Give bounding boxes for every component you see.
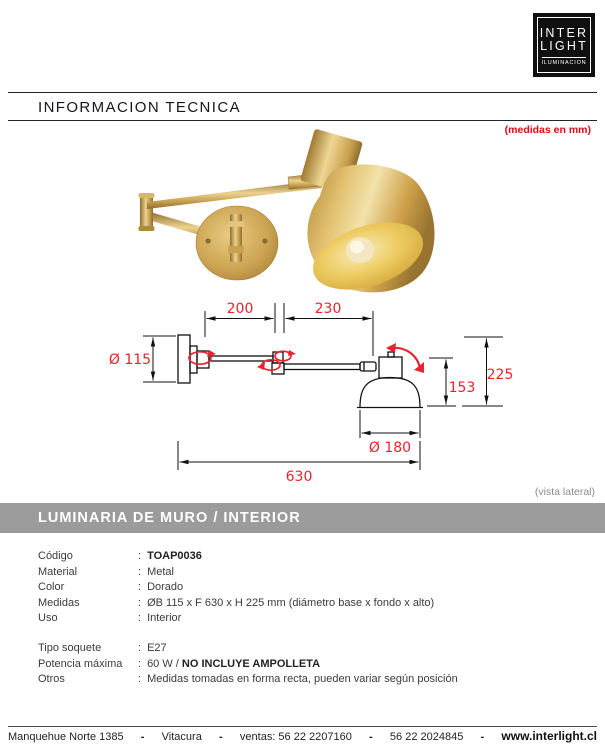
drawing-dome [359, 376, 421, 408]
spec-colon: : [138, 673, 142, 685]
photo-bulb-highlight [350, 240, 364, 254]
category-banner: LUMINARIA DE MURO / INTERIOR [0, 503, 605, 533]
header-bottom-rule [8, 120, 597, 121]
spec-value: ØB 115 x F 630 x H 225 mm (diámetro base… [147, 596, 435, 609]
spec-row-soquete: Tipo soquete : E27 [38, 641, 599, 657]
drawing-lamp-head [378, 356, 403, 379]
drawing-coupler [359, 361, 377, 372]
footer-phone-1: ventas: 56 22 2207160 [239, 731, 352, 743]
footer-separator: - [369, 731, 373, 743]
spec-colon: : [138, 550, 142, 562]
spec-row-potencia: Potencia máxima : 60 W / NO INCLUYE AMPO… [38, 657, 599, 673]
spec-label: Color [38, 581, 65, 593]
footer-website-link[interactable]: www.interlight.cl [501, 729, 597, 743]
spec-label: Uso [38, 612, 58, 624]
footer-city: Vitacura [161, 731, 202, 743]
footer-rule [8, 726, 597, 727]
rotation-arrow-pivot2-upper [274, 350, 292, 362]
drawing-mount-tab [189, 345, 198, 374]
spec-label: Código [38, 550, 73, 562]
spec-value: Interior [147, 612, 182, 624]
spec-row-codigo: Código : TOAP0036 [38, 549, 599, 565]
footer-separator: - [140, 731, 145, 743]
product-photo [138, 129, 435, 293]
dim-115: Ø 115 [109, 352, 151, 368]
photo-elbow-cap-top [138, 193, 155, 198]
interlight-logo: INTER LIGHT ILUMINACION [533, 13, 595, 77]
spec-colon: : [138, 596, 142, 609]
spec-label: Tipo soquete [38, 642, 102, 654]
spec-value: 60 W / [147, 657, 182, 670]
spec-label: Medidas [38, 596, 80, 609]
dim-230: 230 [315, 301, 342, 317]
spec-value: E27 [147, 642, 167, 654]
dim-225: 225 [487, 367, 514, 383]
rotation-indicators [188, 346, 422, 372]
footer-phone-2: 56 22 2024845 [389, 731, 464, 743]
logo-text-light: LIGHT [540, 39, 588, 53]
photo-post-ring-top [228, 221, 244, 227]
rotation-arrowheads [207, 343, 424, 373]
logo-text-iluminacion: ILUMINACION [541, 59, 587, 66]
logo-divider [542, 56, 586, 58]
spec-label: Potencia máxima [38, 657, 123, 670]
photo-screw-right [262, 238, 268, 244]
spec-colon: : [138, 581, 142, 593]
spec-value-bold: TOAP0036 [147, 550, 202, 562]
spec-row-material: Material : Metal [38, 565, 599, 581]
technical-drawing: 200 230 Ø 115 153 225 Ø 180 630 [109, 301, 513, 485]
spec-colon: : [138, 565, 142, 578]
rotation-arrow-head [393, 346, 422, 369]
spec-label: Otros [38, 673, 65, 685]
dim-180: Ø 180 [369, 440, 411, 456]
photo-elbow-cap-bottom [138, 226, 155, 231]
spec-colon: : [138, 642, 142, 654]
footer-address: Manquehue Norte 1385 [8, 731, 124, 743]
drawing-arm-1 [208, 355, 274, 362]
drawing-lamp-outline [177, 334, 423, 409]
photo-post-ring-bottom [228, 246, 244, 253]
view-note: (vista lateral) [534, 486, 595, 498]
dim-200: 200 [227, 301, 254, 317]
spec-value-bold: NO INCLUYE AMPOLLETA [181, 657, 321, 670]
interlight-logo-frame: INTER LIGHT ILUMINACION [537, 17, 591, 73]
spec-row-medidas: Medidas : ØB 115 x F 630 x H 225 mm (diá… [38, 596, 599, 612]
spec-value: Metal [147, 565, 174, 578]
footer: Manquehue Norte 1385 - Vitacura - ventas… [8, 729, 597, 743]
drawing-knob [387, 351, 395, 358]
spec-label: Material [38, 565, 78, 578]
spec-row-color: Color : Dorado [38, 580, 599, 596]
spec-row-otros: Otros : Medidas tomadas en forma recta, … [38, 672, 599, 688]
logo-text-inter: INTER [539, 25, 589, 40]
rotation-arrow-pivot1 [188, 350, 212, 366]
footer-separator: - [480, 731, 485, 743]
footer-separator: - [219, 731, 223, 743]
dim-153: 153 [449, 380, 476, 396]
photo-upper-arm [147, 180, 322, 209]
spec-table-electrical: Tipo soquete : E27 Potencia máxima : 60 … [38, 641, 599, 688]
photo-screw-left [205, 238, 211, 244]
category-title: LUMINARIA DE MURO / INTERIOR [38, 510, 301, 526]
header-top-rule [8, 92, 597, 93]
spec-row-uso: Uso : Interior [38, 611, 599, 627]
lamp-photo-group [138, 129, 435, 293]
spec-table-main: Código : TOAP0036 Material : Metal Color… [38, 549, 599, 627]
drawing-arm-2 [283, 363, 361, 371]
dimension-lines [143, 303, 503, 470]
spec-colon: : [138, 657, 142, 670]
dim-630: 630 [286, 469, 313, 485]
drawing-wall-plate [177, 334, 191, 384]
dimension-labels: 200 230 Ø 115 153 225 Ø 180 630 [109, 301, 513, 485]
page-title: INFORMACION TECNICA [38, 99, 241, 116]
spec-value: Medidas tomadas en forma recta, pueden v… [147, 673, 458, 685]
spec-colon: : [138, 612, 142, 624]
units-note: (medidas en mm) [504, 124, 591, 136]
photo-elbow-joint [140, 194, 153, 231]
spec-value: Dorado [147, 581, 184, 593]
